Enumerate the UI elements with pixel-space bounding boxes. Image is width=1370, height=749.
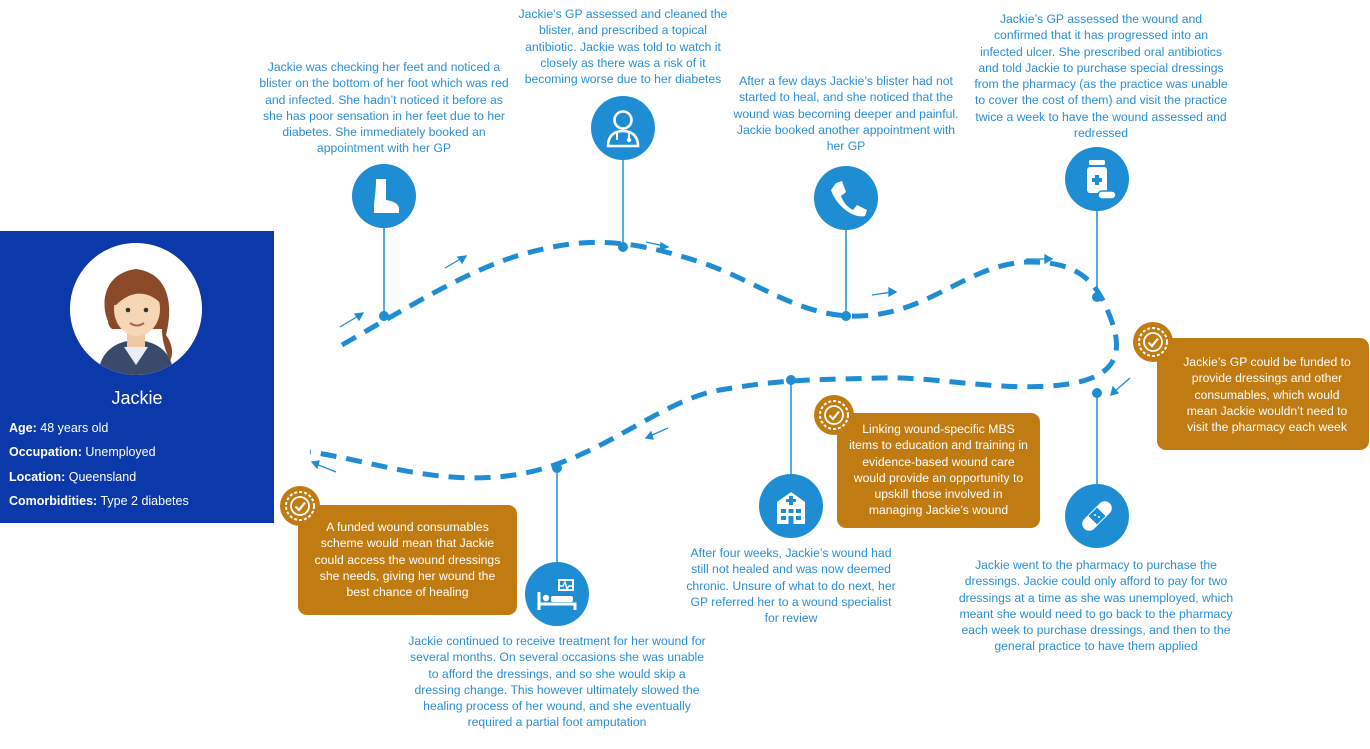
step-7-text: Jackie continued to receive treatment fo… <box>408 634 706 730</box>
field-value: Type 2 diabetes <box>100 494 189 508</box>
field-value: 48 years old <box>40 421 109 435</box>
journey-dot <box>1092 388 1102 398</box>
callout-gp-funding: Jackie’s GP could be funded to provide d… <box>1157 338 1369 450</box>
step-4-text: Jackie’s GP assessed the wound and confi… <box>974 12 1228 141</box>
foot-icon <box>352 164 416 228</box>
journey-dot <box>552 463 562 473</box>
step-6-text: After four weeks, Jackie’s wound had sti… <box>686 546 896 626</box>
direction-arrow <box>339 312 365 328</box>
journey-dot <box>379 311 389 321</box>
persona-name: Jackie <box>111 388 163 408</box>
check-badge-icon <box>280 486 320 526</box>
direction-arrow <box>645 241 670 251</box>
field-label: Comorbidities: <box>9 494 98 508</box>
step-1-text: Jackie was checking her feet and noticed… <box>259 60 509 156</box>
persona-card: Jackie Age: 48 years old Occupation: Une… <box>0 231 274 523</box>
persona-comorbidities: Comorbidities: Type 2 diabetes <box>9 494 189 508</box>
journey-dot <box>1092 292 1102 302</box>
direction-arrow <box>310 460 337 473</box>
field-value: Unemployed <box>85 445 156 459</box>
check-badge-icon <box>1133 322 1173 362</box>
persona-age: Age: 48 years old <box>9 421 108 435</box>
doctor-icon <box>591 96 655 160</box>
callout-consumables-scheme: A funded wound consumables scheme would … <box>298 505 517 615</box>
field-value: Queensland <box>68 470 137 484</box>
avatar <box>70 243 202 375</box>
direction-arrow <box>1110 377 1131 396</box>
medicine-icon <box>1065 147 1129 211</box>
check-badge-icon <box>814 395 854 435</box>
callout-mbs-training: Linking wound-specific MBS items to educ… <box>837 413 1040 528</box>
direction-arrow <box>644 427 669 440</box>
step-5-text: Jackie went to the pharmacy to purchase … <box>958 558 1234 654</box>
field-label: Location: <box>9 470 66 484</box>
hospital-bed-icon <box>525 562 589 626</box>
journey-dot <box>786 375 796 385</box>
field-label: Age: <box>9 421 37 435</box>
persona-location: Location: Queensland <box>9 470 136 484</box>
direction-arrow <box>871 286 898 298</box>
bandage-icon <box>1065 484 1129 548</box>
hospital-icon <box>759 474 823 538</box>
direction-arrow <box>1026 253 1054 265</box>
journey-path <box>309 239 1119 481</box>
journey-dot <box>618 242 628 252</box>
journey-dot <box>841 311 851 321</box>
phone-icon <box>814 166 878 230</box>
step-2-text: Jackie’s GP assessed and cleaned the bli… <box>518 7 728 87</box>
step-3-text: After a few days Jackie’s blister had no… <box>733 74 959 154</box>
persona-occupation: Occupation: Unemployed <box>9 445 156 459</box>
direction-arrow <box>444 255 468 269</box>
field-label: Occupation: <box>9 445 82 459</box>
